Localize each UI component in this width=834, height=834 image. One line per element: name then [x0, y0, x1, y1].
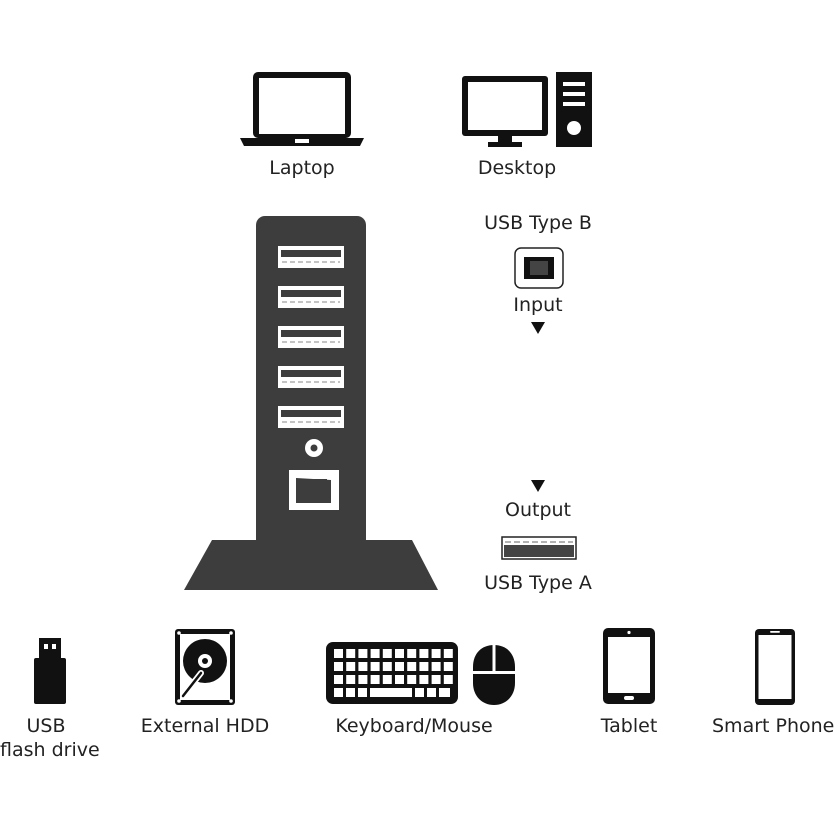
keyboard-key [382, 649, 392, 658]
keyboard-key [431, 662, 441, 671]
keyboard-key [431, 675, 441, 684]
keyboard-key [419, 675, 429, 684]
input-label: Input [513, 294, 563, 316]
hub-usb-a-port [278, 286, 344, 308]
keyboard-key [370, 675, 380, 684]
keyboard-key [415, 688, 424, 697]
hub-usb-a-port [278, 366, 344, 388]
keyboard-key [427, 688, 436, 697]
tablet-icon [603, 628, 655, 704]
output-label: Output [505, 499, 571, 521]
laptop-label: Laptop [269, 157, 335, 179]
input-arrow-icon [531, 322, 545, 334]
keyboard-key [358, 688, 367, 697]
keyboard-key [358, 649, 368, 658]
keyboard-key [358, 675, 368, 684]
keyboard-key [407, 662, 417, 671]
keyboard-key [334, 649, 343, 658]
keyboard-key [443, 675, 453, 684]
keyboard-key [334, 688, 343, 697]
smart-phone-icon [755, 629, 795, 705]
keyboard-key [370, 662, 380, 671]
keyboard-key [395, 675, 404, 684]
usb-type-b-label: USB Type B [484, 212, 592, 234]
keyboard-key [382, 662, 392, 671]
keyboard-key [370, 688, 412, 697]
keyboard-icon [326, 642, 458, 704]
desktop-label: Desktop [477, 157, 557, 179]
hub-usb-b-port [289, 470, 339, 510]
usb-type-a-label: USB Type A [484, 572, 592, 594]
smart-phone-label: Smart Phone [712, 715, 834, 737]
keyboard-key [346, 675, 356, 684]
hub-base [184, 540, 438, 590]
desktop-icon [462, 72, 592, 147]
hub-usb-a-port [278, 406, 344, 428]
usb-flash-drive-label-line2: flash drive [0, 739, 100, 761]
keyboard-key [382, 675, 392, 684]
usb-hub [184, 216, 438, 590]
tablet-label: Tablet [600, 715, 658, 737]
keyboard-key [443, 662, 453, 671]
usb-flash-drive-label-line1: USB [26, 715, 66, 737]
keyboard-key [395, 662, 404, 671]
keyboard-key [346, 649, 356, 658]
laptop-icon [240, 72, 364, 146]
usb-type-a-icon [501, 536, 577, 560]
keyboard-key [407, 675, 417, 684]
keyboard-key [358, 662, 368, 671]
keyboard-key [346, 688, 355, 697]
keyboard-key [395, 649, 404, 658]
mouse-icon [473, 645, 515, 705]
usb-flash-drive-icon [34, 638, 66, 704]
keyboard-mouse-label: Keyboard/Mouse [335, 715, 493, 737]
keyboard-key [419, 662, 429, 671]
hub-usb-a-port [278, 326, 344, 348]
usb-type-b-icon [514, 247, 564, 289]
external-hdd-icon [175, 629, 235, 705]
keyboard-key [439, 688, 450, 697]
keyboard-key [334, 675, 343, 684]
output-arrow-icon [531, 480, 545, 492]
keyboard-key [370, 649, 380, 658]
keyboard-key [431, 649, 441, 658]
hub-ports [278, 246, 344, 428]
keyboard-key [334, 662, 343, 671]
keyboard-key [443, 649, 453, 658]
hub-usb-a-port [278, 246, 344, 268]
keyboard-key [346, 662, 356, 671]
keyboard-key [407, 649, 417, 658]
external-hdd-label: External HDD [140, 715, 270, 737]
keyboard-key [419, 649, 429, 658]
